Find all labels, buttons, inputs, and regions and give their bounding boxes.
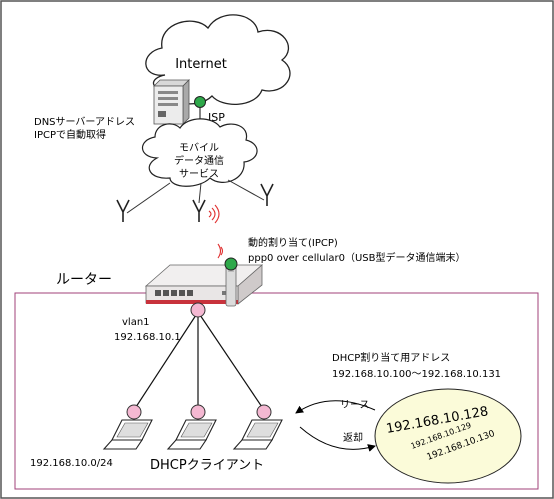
dns-note-line1: DNSサーバーアドレス — [34, 116, 135, 128]
return-label: 返却 — [343, 432, 363, 444]
clients-label: DHCPクライアント — [150, 458, 264, 473]
lan-if-name: vlan1 — [122, 317, 150, 328]
lease-label: リース — [340, 400, 370, 411]
wan-assign-line2: ppp0 over cellular0（USB型データ通信端末） — [248, 251, 466, 264]
dhcp-range-title: DHCP割り当て用アドレス — [332, 351, 450, 364]
address-pool-ellipse — [374, 388, 522, 484]
dns-note-line2: IPCPで自動取得 — [34, 128, 106, 141]
lan-boundary — [14, 292, 539, 490]
client-laptop-2-icon — [166, 419, 217, 450]
mobile-cloud-line2: データ通信 — [174, 154, 224, 167]
client-node-2-icon — [190, 404, 206, 420]
client-laptop-3-icon — [232, 419, 283, 450]
client-node-1-icon — [126, 404, 142, 420]
subnet-label: 192.168.10.0/24 — [30, 458, 113, 469]
mobile-cloud-line3: サービス — [179, 168, 219, 180]
internet-label: Internet — [175, 57, 227, 72]
router-device-icon — [144, 264, 264, 305]
dhcp-range-value: 192.168.10.100〜192.168.10.131 — [332, 369, 501, 380]
mobile-cloud-line1: モバイル — [179, 142, 219, 154]
wan-assign-line1: 動的割り当て(IPCP) — [248, 236, 338, 249]
lan-node-icon — [190, 302, 206, 318]
lease-arrow — [295, 400, 376, 414]
client-laptop-1-icon — [102, 419, 153, 450]
client-node-3-icon — [256, 404, 272, 420]
return-arrow — [299, 426, 376, 452]
usb-signal-icon — [217, 243, 224, 259]
lan-if-address: 192.168.10.1 — [114, 332, 181, 343]
wan-node-icon — [224, 257, 238, 271]
cell-tower-right-icon — [260, 183, 274, 206]
mobile-cloud — [141, 118, 258, 187]
router-label: ルーター — [56, 272, 112, 288]
wireless-signal-icon — [208, 204, 220, 224]
cell-tower-left-icon — [116, 199, 130, 222]
isp-server-icon — [153, 79, 190, 125]
cell-tower-center-icon — [192, 199, 206, 222]
isp-node-icon — [194, 96, 206, 108]
